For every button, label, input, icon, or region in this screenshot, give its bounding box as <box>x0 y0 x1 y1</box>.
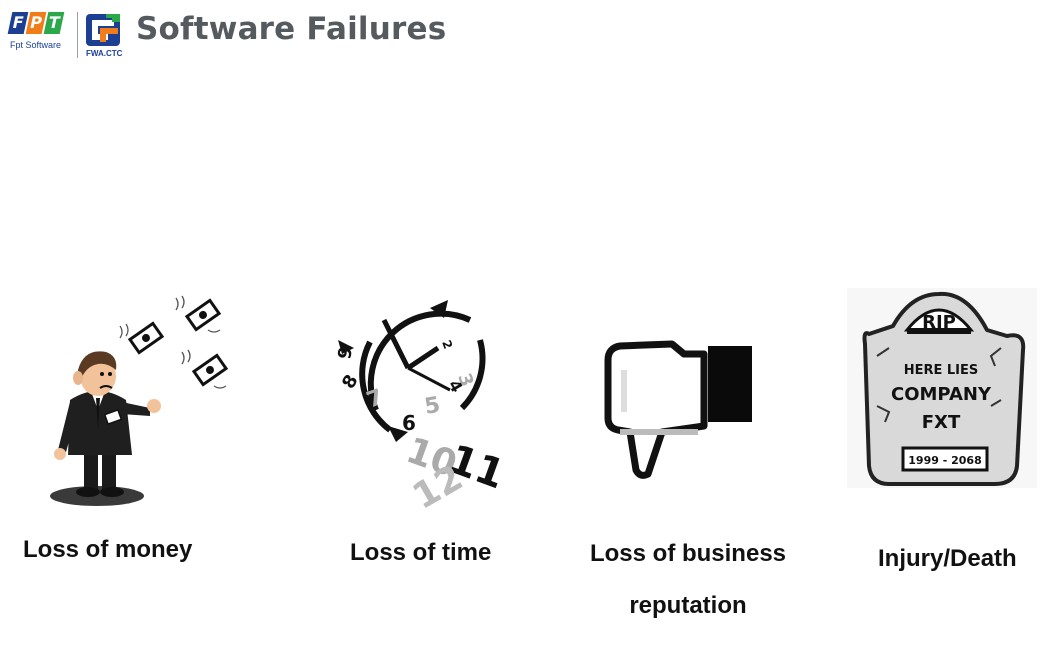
caption-loss-of-money: Loss of money <box>23 536 193 563</box>
caption-loss-of-business-line2: reputation <box>629 592 747 619</box>
tombstone-here-lies: HERE LIES <box>904 363 979 378</box>
clock-number-6: 6 <box>402 411 416 435</box>
clock-time-flying-icon: 2 3 4 5 6 7 8 9 10 11 12 <box>334 300 500 515</box>
caption-loss-of-business-reputation: Loss of business reputation <box>568 528 808 632</box>
fpt-wordmark: F P T <box>7 12 68 34</box>
tombstone-company: COMPANY <box>891 384 992 405</box>
clock-number-2: 2 <box>439 338 455 351</box>
fpt-software-label: Fpt Software <box>10 40 62 50</box>
businessman-losing-money-icon <box>50 295 229 506</box>
fwa-ctc-logo-mark-icon <box>86 14 120 46</box>
fwa-ctc-label: FWA.CTC <box>86 49 123 58</box>
tombstone-fxt: FXT <box>922 412 961 433</box>
clock-number-7: 7 <box>364 385 387 414</box>
clock-number-5: 5 <box>423 393 442 420</box>
header-divider <box>77 12 78 58</box>
tombstone-years: 1999 - 2068 <box>908 454 981 467</box>
fwa-ctc-logo: FWA.CTC <box>84 12 124 60</box>
tombstone-icon: RIP HERE LIES COMPANY FXT 1999 - 2068 <box>847 288 1037 488</box>
tombstone-rip: RIP <box>922 312 956 333</box>
clock-number-4: 4 <box>445 377 467 396</box>
clock-number-9: 9 <box>334 345 357 361</box>
caption-loss-of-time: Loss of time <box>350 539 492 566</box>
fpt-software-logo: F P T Fpt Software <box>7 12 68 58</box>
caption-injury-death: Injury/Death <box>878 545 1017 572</box>
page-title: Software Failures <box>136 11 447 47</box>
caption-loss-of-business-line1: Loss of business <box>589 540 787 567</box>
clock-number-8: 8 <box>338 371 362 392</box>
thumbs-down-icon <box>604 340 752 479</box>
fpt-letter-t: T <box>43 12 65 34</box>
